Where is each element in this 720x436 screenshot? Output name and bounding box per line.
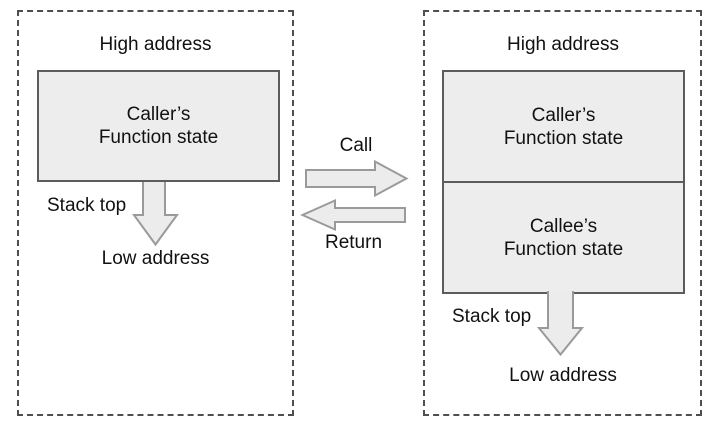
right-stack-growth-down-arrow-icon xyxy=(536,291,585,357)
left-stack-top-label: Stack top xyxy=(47,195,127,216)
right-callee-box-line2: Function state xyxy=(503,238,624,260)
right-callee-function-state-box: Callee’s Function state xyxy=(444,181,683,292)
left-stack-growth-down-arrow-icon xyxy=(132,182,179,247)
right-callee-box-line1: Callee’s xyxy=(529,215,598,237)
left-caller-box-line2: Function state xyxy=(98,127,219,148)
call-label: Call xyxy=(339,135,373,156)
right-caller-box-line1: Caller’s xyxy=(531,104,596,126)
before-call-panel xyxy=(17,10,294,416)
left-caller-function-state-box: Caller’s Function state xyxy=(37,70,280,182)
right-caller-box-line2: Function state xyxy=(503,127,624,149)
after-call-panel xyxy=(423,10,702,416)
right-high-address-label: High address xyxy=(507,34,619,55)
right-low-address-label: Low address xyxy=(509,365,617,386)
return-label: Return xyxy=(324,232,383,253)
return-left-arrow-icon xyxy=(300,198,406,232)
call-right-arrow-icon xyxy=(305,159,409,198)
right-stack-frames-box: Caller’s Function state Callee’s Functio… xyxy=(442,70,685,294)
right-stack-top-label: Stack top xyxy=(452,306,532,327)
right-caller-function-state-box: Caller’s Function state xyxy=(444,72,683,181)
left-low-address-label: Low address xyxy=(101,248,210,269)
left-caller-box-line1: Caller’s xyxy=(126,104,191,125)
left-high-address-label: High address xyxy=(99,34,212,55)
